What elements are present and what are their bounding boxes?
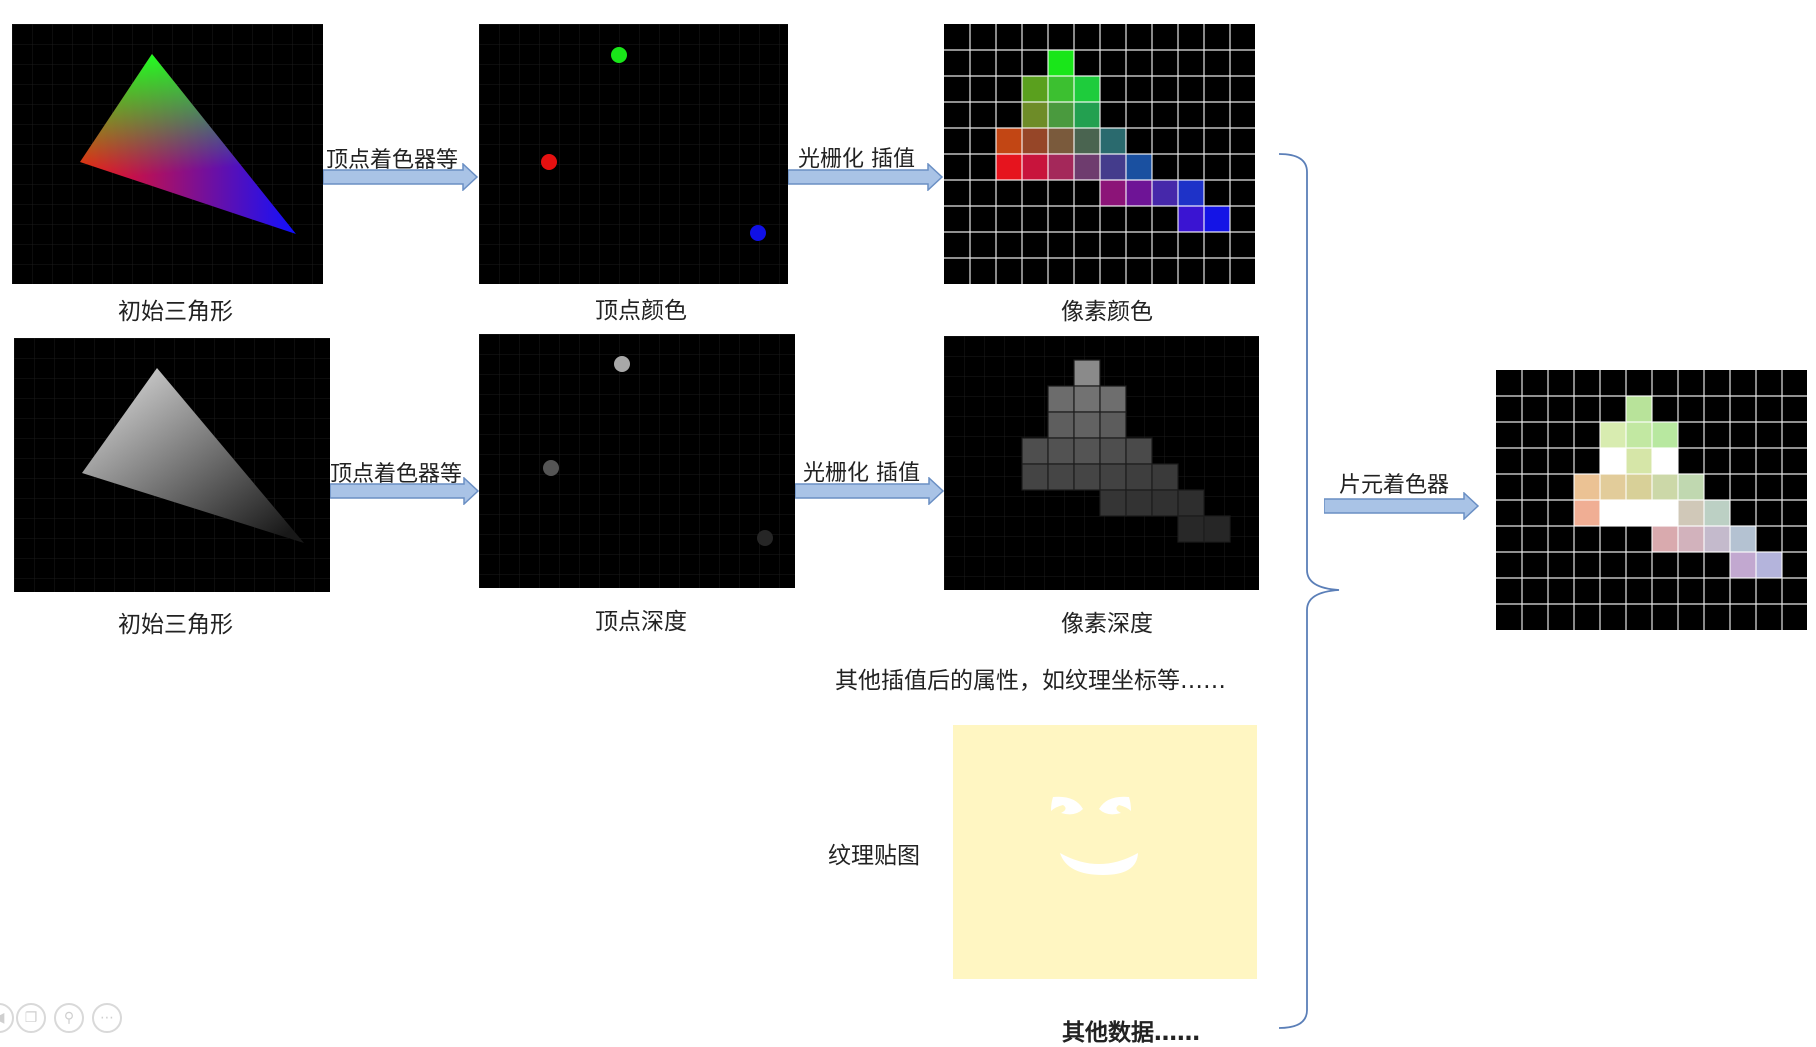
copy-icon[interactable]: ❐	[16, 1003, 46, 1033]
label-fragment-shader: 片元着色器	[1339, 473, 1450, 498]
arrow-raster-bottom	[795, 477, 945, 505]
green-vertex	[611, 47, 627, 63]
caption-pixel-color: 像素颜色	[1061, 299, 1153, 325]
more-icon[interactable]: ⋯	[92, 1003, 122, 1033]
pixel-depth-panel	[944, 336, 1259, 590]
smiley-face-icon	[1051, 796, 1138, 875]
arrow-fragment-shader	[1324, 492, 1480, 520]
red-vertex	[541, 154, 557, 170]
label-vertex-shader-bottom: 顶点着色器等	[330, 462, 463, 487]
depth-vertex-right	[757, 530, 773, 546]
color-triangle	[12, 24, 323, 284]
label-raster-top: 光栅化 插值	[798, 147, 915, 172]
blue-vertex	[750, 225, 766, 241]
caption-vertex-color: 顶点颜色	[595, 298, 687, 324]
caption-pixel-depth: 像素深度	[1061, 611, 1153, 637]
gray-triangle	[14, 338, 330, 592]
pixel-color-panel	[944, 24, 1255, 284]
prev-icon[interactable]: ◀	[0, 1003, 14, 1033]
presentation-toolbar: ◀ ❐ ⚲ ⋯	[0, 1003, 140, 1037]
label-raster-bottom: 光栅化 插值	[803, 461, 920, 486]
caption-initial-triangle-bottom: 初始三角形	[118, 612, 233, 638]
caption-initial-triangle-top: 初始三角形	[118, 299, 233, 325]
arrow-vertex-shader-bottom	[330, 477, 480, 505]
vertex-depth-panel	[479, 334, 795, 588]
arrow-raster-top	[788, 163, 944, 191]
other-attributes-label: 其他插值后的属性，如纹理坐标等……	[835, 668, 1226, 694]
arrow-vertex-shader-top	[323, 163, 479, 191]
other-data-label: 其他数据……	[1062, 1020, 1200, 1046]
label-vertex-shader-top: 顶点着色器等	[326, 148, 459, 173]
right-brace	[1278, 153, 1340, 1029]
initial-triangle-color-panel	[12, 24, 323, 284]
final-output-panel	[1496, 370, 1807, 630]
depth-vertex-left	[543, 460, 559, 476]
initial-triangle-gray-panel	[14, 338, 330, 592]
texture-image	[953, 725, 1257, 979]
caption-vertex-depth: 顶点深度	[595, 609, 687, 635]
vertex-color-panel	[479, 24, 788, 284]
texture-map-label: 纹理贴图	[828, 843, 920, 869]
depth-vertex-top	[614, 356, 630, 372]
zoom-icon[interactable]: ⚲	[54, 1003, 84, 1033]
